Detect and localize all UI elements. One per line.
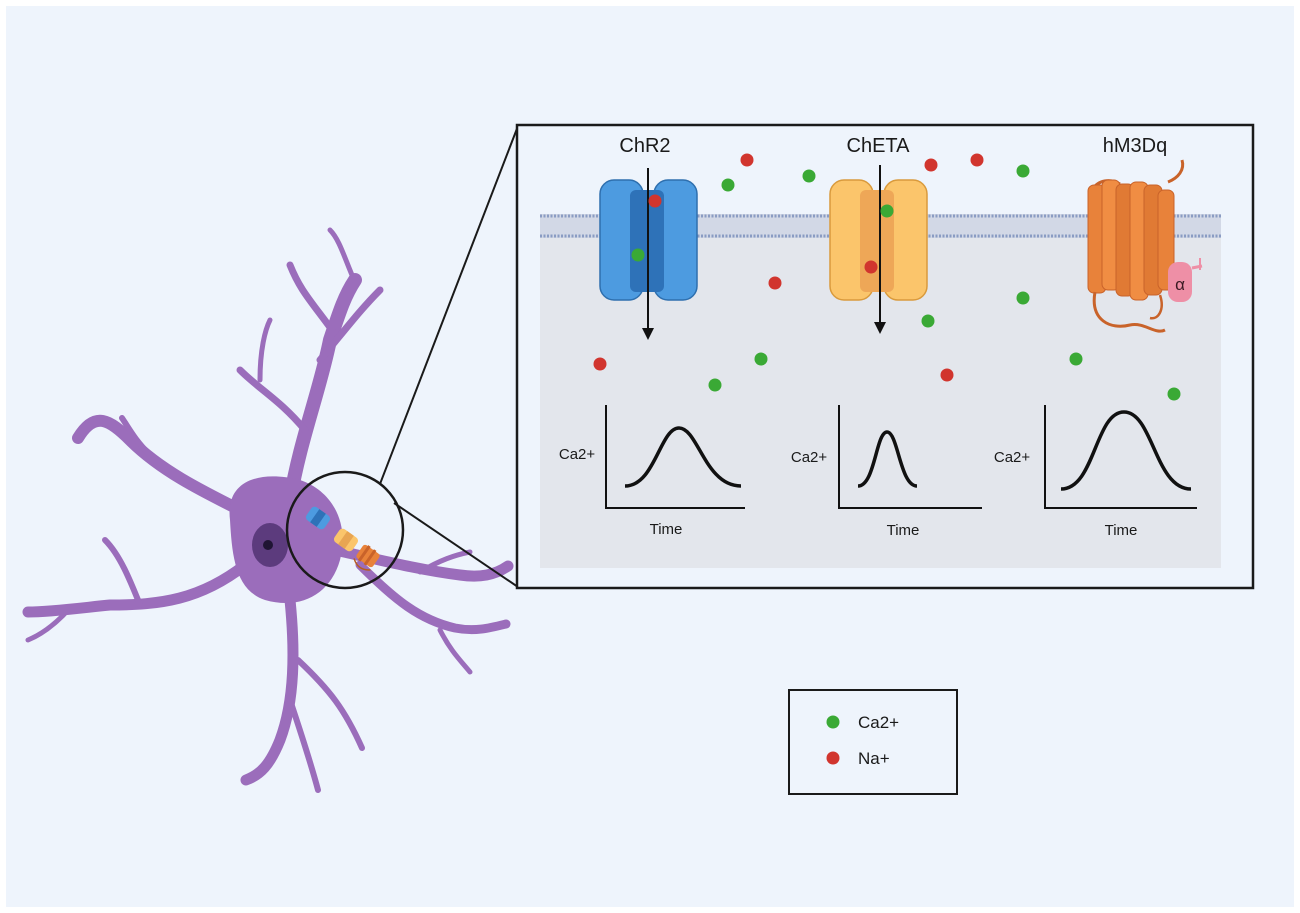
ca-ion	[1016, 164, 1030, 178]
ca-ion	[802, 169, 816, 183]
y-axis-label: Ca2+	[791, 449, 828, 466]
zoom-circle	[285, 470, 405, 590]
ca-ion	[1167, 387, 1181, 401]
legend-ca-swatch	[826, 715, 840, 729]
plot-axes	[1044, 405, 1197, 509]
plot-axes	[605, 405, 745, 509]
na-ion	[593, 357, 607, 371]
legend-na-swatch	[826, 751, 840, 765]
na-ion	[864, 260, 878, 274]
ca-ion	[921, 314, 935, 328]
chr2-label: ChR2	[619, 135, 670, 157]
na-ion	[648, 194, 662, 208]
g-alpha-subunit	[1168, 262, 1192, 302]
calcium-trace	[857, 430, 918, 488]
calcium-trace	[1060, 410, 1192, 491]
hm3dq-receptor-icon: α	[1087, 159, 1203, 333]
legend: Ca2+ Na+	[788, 689, 958, 795]
na-ion	[768, 276, 782, 290]
zoom-line-bottom	[393, 502, 519, 588]
cheta-flux-arrow	[874, 165, 886, 334]
ca-ion	[721, 178, 735, 192]
na-ion	[740, 153, 754, 167]
zoom-line-top	[379, 125, 519, 485]
ca-ion	[754, 352, 768, 366]
chr2-response-plot: Ca2+ Time	[559, 405, 745, 538]
hm3dq-response-plot: Ca2+ Time	[994, 405, 1197, 539]
ca-ion	[880, 204, 894, 218]
mini-hm3dq-icon	[353, 544, 380, 571]
ca-ion	[708, 378, 722, 392]
calcium-trace	[624, 426, 742, 488]
x-axis-label: Time	[650, 521, 683, 538]
legend-ca-label: Ca2+	[858, 713, 899, 732]
y-axis-label: Ca2+	[994, 449, 1031, 466]
na-ion	[940, 368, 954, 382]
ca-ion	[1069, 352, 1083, 366]
plot-axes	[838, 405, 982, 509]
ions	[593, 153, 1181, 401]
mini-chr2-icon	[305, 506, 331, 530]
ca-ion	[631, 248, 645, 262]
nucleolus	[263, 540, 273, 550]
alpha-label: α	[1175, 275, 1185, 294]
mini-cheta-icon	[333, 528, 359, 552]
na-ion	[924, 158, 938, 172]
cheta-response-plot: Ca2+ Time	[791, 405, 982, 539]
cheta-channel-icon	[829, 179, 928, 301]
chr2-flux-arrow	[642, 168, 654, 340]
x-axis-label: Time	[887, 522, 920, 539]
cheta-label: ChETA	[847, 135, 911, 157]
na-ion	[970, 153, 984, 167]
x-axis-label: Time	[1105, 522, 1138, 539]
legend-box	[788, 689, 958, 795]
legend-na-label: Na+	[858, 749, 890, 768]
hm3dq-label: hM3Dq	[1103, 135, 1167, 157]
y-axis-label: Ca2+	[559, 446, 596, 463]
ca-ion	[1016, 291, 1030, 305]
